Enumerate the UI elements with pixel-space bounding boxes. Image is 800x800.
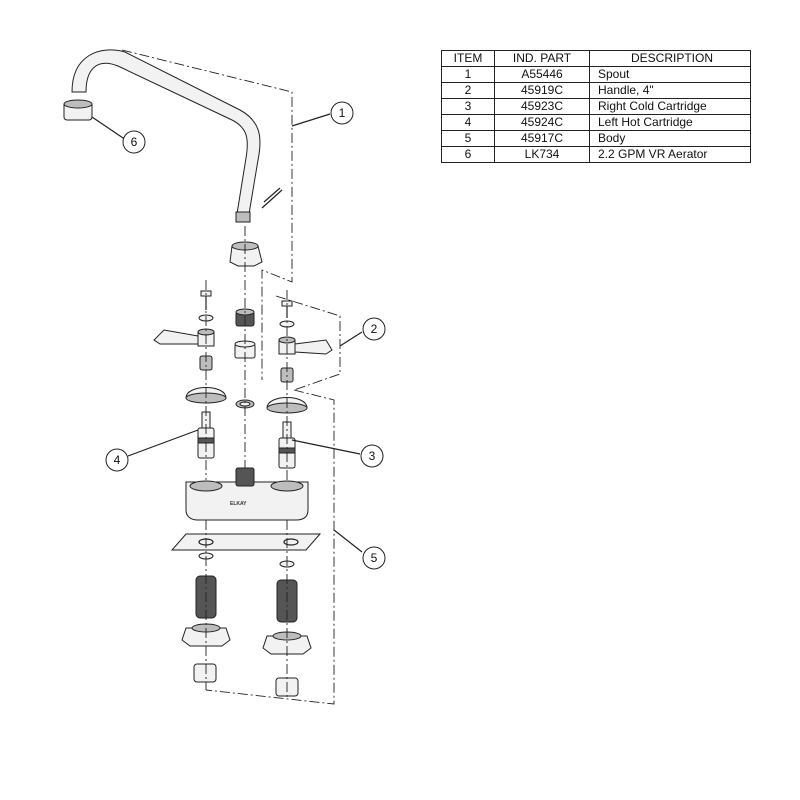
header-description: DESCRIPTION (589, 50, 751, 67)
left-coupling-nut (193, 663, 217, 683)
body-gasket (170, 533, 322, 551)
table-row: 5 45917C Body (441, 130, 751, 147)
callout-3: 3 (291, 439, 384, 468)
parts-table: ITEM IND. PART DESCRIPTION 1 A55446 Spou… (441, 50, 751, 163)
header-part: IND. PART (494, 50, 590, 67)
table-row: 1 A55446 Spout (441, 66, 751, 83)
svg-text:2: 2 (371, 322, 378, 336)
callout-2: 2 (339, 317, 386, 347)
table-row: 6 LK734 2.2 GPM VR Aerator (441, 146, 751, 163)
body-logo: ELKAY (230, 501, 247, 507)
left-handle (153, 328, 215, 347)
callout-6: 6 (122, 130, 146, 154)
svg-text:3: 3 (369, 449, 376, 463)
svg-text:6: 6 (131, 135, 138, 149)
header-item: ITEM (441, 50, 495, 67)
spout (71, 49, 283, 223)
spout-nut (229, 241, 263, 267)
svg-text:5: 5 (371, 551, 378, 565)
aerator (63, 99, 127, 141)
parts-table-header: ITEM IND. PART DESCRIPTION (441, 50, 751, 67)
table-row: 2 45919C Handle, 4" (441, 82, 751, 99)
callout-5: 5 (333, 529, 386, 570)
svg-text:1: 1 (339, 106, 346, 120)
callout-4: 4 (105, 429, 199, 472)
table-row: 4 45924C Left Hot Cartridge (441, 114, 751, 131)
faucet-body: ELKAY (185, 467, 309, 521)
callout-1: 1 (291, 101, 354, 127)
table-row: 3 45923C Right Cold Cartridge (441, 98, 751, 115)
svg-text:4: 4 (114, 453, 121, 467)
